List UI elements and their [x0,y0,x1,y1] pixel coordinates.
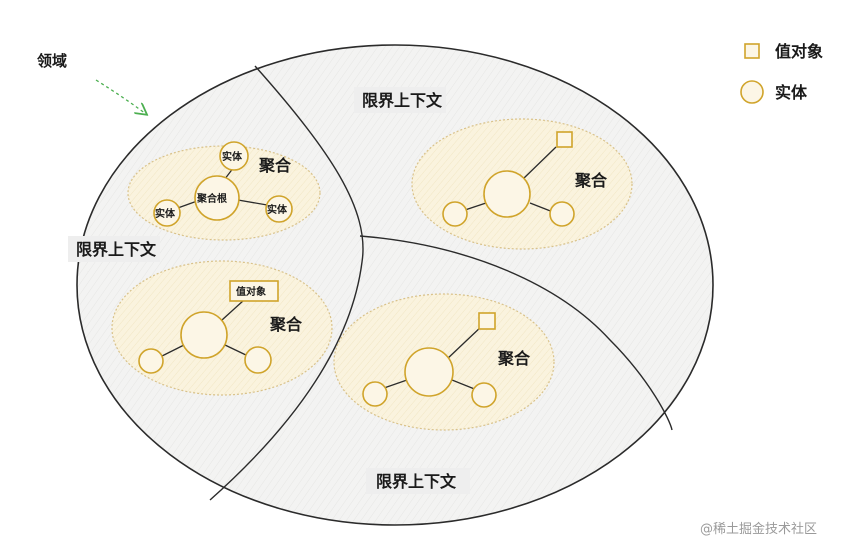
legend-circle-icon [740,80,764,104]
legend-square-icon [744,43,760,59]
entity-node [549,201,575,227]
aggregate-bottom-right: 聚合 [333,293,555,431]
aggregate-label: 聚合 [269,315,303,334]
entity-node-label: 实体 [222,150,243,163]
legend-value-object-label: 值对象 [775,42,823,61]
entity-node [219,141,249,171]
aggregate-top-right: 聚合 [411,118,633,250]
watermark: @稀土掘金技术社区 [700,521,817,537]
aggregate-root-node [404,347,454,397]
entity-node-label: 实体 [267,203,288,216]
value-object-node [478,312,496,330]
aggregate-root-node [180,311,228,359]
legend-entity-label: 实体 [775,83,808,102]
aggregate-root-node [194,175,240,221]
context-label-left: 限界上下文 [76,240,157,259]
domain-label: 领域 [36,52,67,70]
context-divider-horizontal [359,235,673,431]
aggregate-left-top: 实体 聚合根 实体 实体 聚合 [127,141,321,241]
aggregate-label: 聚合 [574,171,608,190]
aggregate-left-bottom: 值对象 聚合 [111,260,333,396]
entity-node [471,382,497,408]
aggregate-root-label: 聚合根 [196,192,227,205]
entity-node [244,346,272,374]
entity-node [442,201,468,227]
context-divider-vertical [209,65,364,501]
entity-node [153,199,181,227]
entity-node [265,195,293,223]
aggregate-label: 聚合 [497,349,531,368]
context-label-bottom: 限界上下文 [376,472,457,491]
context-label-top-right: 限界上下文 [362,91,443,110]
legend: 值对象 实体 [740,42,823,104]
aggregate-root-node [483,170,531,218]
value-object-label: 值对象 [236,285,266,298]
entity-node [138,348,164,374]
value-object-node [229,280,279,302]
domain-arrow-icon [95,79,146,114]
entity-node [362,381,388,407]
entity-node-label: 实体 [155,207,176,220]
aggregate-label: 聚合 [258,156,292,175]
value-object-node [556,131,573,148]
